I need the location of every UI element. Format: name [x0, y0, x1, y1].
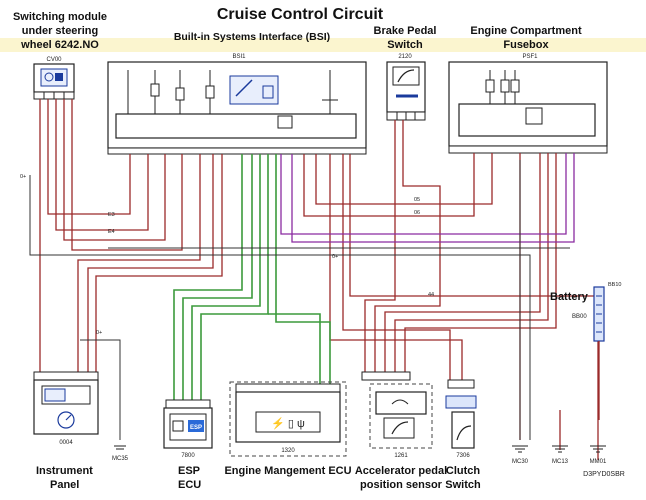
accelerator-code: 1261 — [394, 453, 408, 459]
bsi-component: BSI1 — [107, 54, 367, 155]
mc30-code: MC30 — [512, 459, 529, 465]
svg-text:0+: 0+ — [96, 330, 102, 336]
esp-ecu-component: ESP 7800 ESP ECU — [163, 399, 213, 491]
svg-text:44: 44 — [428, 292, 434, 298]
header-highlight — [0, 38, 646, 52]
mm01-code: MM01 — [590, 459, 607, 465]
svg-text:06: 06 — [414, 210, 420, 216]
esp-ecu-label-2: ECU — [178, 479, 201, 491]
fusebox-label-2: Fusebox — [503, 39, 549, 51]
svg-text:E3: E3 — [108, 212, 115, 218]
accelerator-label-2: position sensor — [360, 479, 443, 491]
esp-badge: ESP — [190, 425, 202, 431]
mc35-code: MC35 — [112, 456, 129, 462]
brake-pedal-label-2: Switch — [387, 39, 423, 51]
bb10-code: BB10 — [608, 282, 621, 288]
fusebox-label-1: Engine Compartment — [470, 25, 582, 37]
esp-ecu-label-1: ESP — [178, 465, 200, 477]
red-wires — [39, 99, 599, 460]
clutch-code: 7306 — [456, 453, 470, 459]
green-wires — [173, 154, 331, 400]
bsi-code: BSI1 — [232, 54, 246, 60]
engine-ecu-code: 1320 — [281, 448, 295, 454]
diagram-title: Cruise Control Circuit — [217, 6, 384, 23]
instrument-panel-component: 0004 Instrument Panel MC35 — [33, 371, 129, 491]
svg-text:E4: E4 — [108, 229, 115, 235]
ground-points — [512, 445, 606, 453]
psf1-code: PSF1 — [522, 54, 538, 60]
battery-component: Battery BB00 BB10 — [550, 282, 621, 420]
accelerator-sensor-component: 1261 Accelerator pedal position sensor — [355, 371, 447, 491]
clutch-label-2: Switch — [445, 479, 481, 491]
bsi-label: Built-in Systems Interface (BSI) — [174, 31, 330, 43]
brake-pedal-label-1: Brake Pedal — [374, 25, 437, 37]
switching-module-label-3: wheel 6242.NO — [20, 39, 99, 51]
switching-module-label-1: Switching module — [13, 11, 107, 23]
reference-code: D3PYD0SBR — [583, 471, 625, 478]
instrument-panel-label-1: Instrument — [36, 465, 93, 477]
bb00-code: BB00 — [572, 314, 587, 320]
battery-label: Battery — [550, 291, 589, 303]
svg-text:0+: 0+ — [332, 254, 338, 260]
clutch-switch-component: 7306 Clutch Switch — [445, 379, 481, 491]
engine-ecu-label: Engine Mangement ECU — [224, 465, 351, 477]
accelerator-label-1: Accelerator pedal — [355, 465, 447, 477]
black-wires — [29, 160, 570, 440]
clutch-label-1: Clutch — [446, 465, 481, 477]
brake-code: 2120 — [398, 54, 412, 60]
fusebox-component: PSF1 — [448, 54, 608, 154]
svg-text:0+: 0+ — [20, 174, 26, 180]
brake-pedal-switch-component: 2120 — [386, 54, 426, 121]
switching-module-label-2: under steering — [22, 25, 98, 37]
engine-ecu-component: ⚡ ▯ ψ 1320 Engine Mangement ECU — [224, 381, 352, 477]
esp-code: 7800 — [181, 453, 195, 459]
switching-module-component: CV00 — [33, 57, 75, 100]
instrument-panel-label-2: Panel — [50, 479, 79, 491]
mc13-code: MC13 — [552, 459, 569, 465]
cv00-code: CV00 — [46, 57, 62, 63]
svg-text:05: 05 — [414, 197, 420, 203]
purple-wires — [280, 153, 575, 243]
instrument-code: 0004 — [59, 440, 73, 446]
engine-ecu-symbols: ⚡ ▯ ψ — [271, 417, 305, 430]
